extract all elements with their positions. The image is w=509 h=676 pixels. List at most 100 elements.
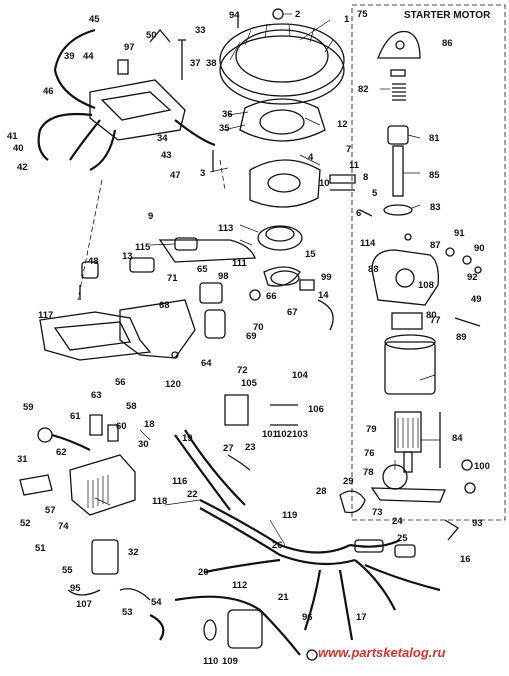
connector bbox=[117, 59, 129, 75]
mounting-tray bbox=[39, 311, 152, 361]
callout-80: 80 bbox=[426, 310, 437, 321]
callout-36: 36 bbox=[222, 109, 233, 120]
callout-105: 105 bbox=[241, 378, 258, 389]
callout-57: 57 bbox=[45, 505, 56, 516]
callout-numbers: 1 2 3 4 5 6 7 8 9 10 11 12 13 14 15 16 1… bbox=[7, 9, 490, 667]
callout-7: 7 bbox=[346, 144, 351, 155]
callout-40: 40 bbox=[13, 143, 24, 154]
pinion-gear bbox=[387, 125, 409, 145]
callout-94: 94 bbox=[229, 10, 240, 21]
callout-15: 15 bbox=[305, 249, 316, 260]
callout-9: 9 bbox=[148, 211, 153, 222]
callout-3: 3 bbox=[200, 168, 205, 179]
callout-56: 56 bbox=[115, 377, 126, 388]
callout-104: 104 bbox=[292, 370, 309, 381]
callout-90: 90 bbox=[474, 243, 485, 254]
callout-46: 46 bbox=[43, 86, 54, 97]
watermark: www.partsketalog.ru bbox=[318, 645, 445, 660]
callout-29: 29 bbox=[343, 476, 354, 487]
starter-motor-frame bbox=[351, 4, 506, 521]
callout-43: 43 bbox=[161, 150, 172, 161]
callout-117: 117 bbox=[38, 310, 53, 321]
callout-73: 73 bbox=[372, 507, 383, 518]
center-components bbox=[119, 237, 301, 471]
callout-54: 54 bbox=[151, 597, 162, 608]
callout-19: 19 bbox=[182, 433, 193, 444]
callout-31: 31 bbox=[17, 454, 28, 465]
callout-106: 106 bbox=[308, 404, 324, 415]
callout-23: 23 bbox=[245, 442, 256, 453]
callout-110: 110 bbox=[203, 656, 218, 667]
callout-72: 72 bbox=[237, 365, 248, 376]
callout-26: 26 bbox=[272, 540, 283, 551]
callout-84: 84 bbox=[452, 433, 463, 444]
callout-12: 12 bbox=[337, 119, 348, 130]
callout-118: 118 bbox=[152, 496, 167, 507]
callout-4: 4 bbox=[308, 152, 314, 163]
callout-20: 20 bbox=[198, 567, 209, 578]
callout-50: 50 bbox=[146, 30, 157, 41]
callout-55: 55 bbox=[62, 565, 73, 576]
callout-88: 88 bbox=[368, 264, 379, 275]
callout-98: 98 bbox=[218, 271, 229, 282]
starter-solenoid bbox=[204, 309, 226, 339]
callout-37: 37 bbox=[190, 58, 201, 69]
retainer bbox=[129, 257, 155, 273]
callout-14: 14 bbox=[318, 290, 329, 301]
callout-65: 65 bbox=[197, 264, 208, 275]
brush-plate bbox=[371, 249, 439, 306]
callout-81: 81 bbox=[429, 133, 440, 144]
pinion-spring bbox=[392, 83, 406, 101]
callout-85: 85 bbox=[429, 170, 440, 181]
callout-87: 87 bbox=[430, 240, 441, 251]
callout-28: 28 bbox=[316, 486, 327, 497]
stator-plate bbox=[239, 98, 326, 142]
callout-92: 92 bbox=[467, 272, 478, 283]
callout-8: 8 bbox=[363, 172, 368, 183]
callout-64: 64 bbox=[201, 358, 212, 369]
callout-101: 101 bbox=[262, 429, 279, 440]
power-pack bbox=[69, 454, 136, 516]
callout-34: 34 bbox=[157, 133, 168, 144]
callout-78: 78 bbox=[363, 467, 374, 478]
callout-102: 102 bbox=[276, 429, 292, 440]
leader-lines bbox=[94, 13, 440, 546]
callout-95: 95 bbox=[70, 583, 81, 594]
callout-111: 111 bbox=[232, 258, 248, 269]
bolt bbox=[178, 39, 186, 80]
starter-housing bbox=[384, 341, 436, 395]
flywheel bbox=[219, 23, 345, 97]
callout-116: 116 bbox=[172, 476, 187, 487]
callout-53: 53 bbox=[122, 607, 133, 618]
callout-21: 21 bbox=[278, 592, 289, 603]
callout-100: 100 bbox=[474, 461, 490, 472]
key-switch bbox=[339, 490, 366, 514]
callout-58: 58 bbox=[126, 401, 137, 412]
switch-box-assembly bbox=[19, 79, 186, 601]
callout-108: 108 bbox=[418, 280, 434, 291]
charge-coil bbox=[257, 225, 303, 251]
callout-51: 51 bbox=[35, 543, 46, 554]
callout-76: 76 bbox=[364, 448, 375, 459]
clip bbox=[19, 474, 53, 496]
drive-end-cap bbox=[377, 30, 421, 59]
callout-69: 69 bbox=[246, 331, 257, 342]
main-wire-harness bbox=[149, 429, 459, 661]
callout-17: 17 bbox=[356, 612, 367, 623]
callout-25: 25 bbox=[397, 533, 408, 544]
rectifier bbox=[199, 282, 223, 304]
callout-48: 48 bbox=[88, 256, 99, 267]
callout-103: 103 bbox=[292, 429, 308, 440]
mounting-bracket bbox=[370, 487, 446, 503]
callout-83: 83 bbox=[430, 202, 441, 213]
callout-74: 74 bbox=[58, 521, 69, 532]
callout-82: 82 bbox=[358, 84, 369, 95]
starter-motor-group: STARTER MOTOR bbox=[351, 4, 506, 521]
bracket bbox=[119, 299, 196, 359]
callout-63: 63 bbox=[91, 390, 102, 401]
left-wire-harness bbox=[37, 28, 226, 301]
callout-33: 33 bbox=[195, 25, 206, 36]
callout-24: 24 bbox=[392, 516, 403, 527]
fuse-holder bbox=[227, 609, 263, 649]
callout-59: 59 bbox=[23, 402, 34, 413]
